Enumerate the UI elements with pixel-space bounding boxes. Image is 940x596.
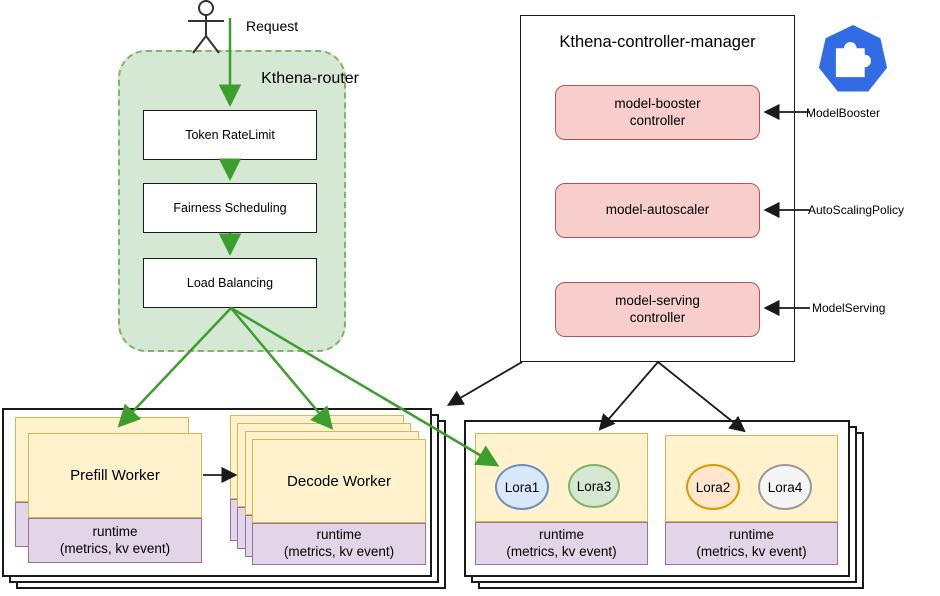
lora3-label: Lora3 — [576, 478, 612, 494]
cm-to-lora-card-a-arrow — [598, 361, 659, 431]
lora1-circle: Lora1 — [495, 464, 549, 510]
model-booster-controller-label: model-booster controller — [614, 95, 701, 128]
crd-label-modelserving: ModelServing — [812, 301, 886, 315]
load-balancing-box: Load Balancing — [143, 258, 317, 308]
prefill-runtime-label: runtime (metrics, kv event) — [59, 523, 171, 556]
lora2-circle: Lora2 — [686, 464, 740, 510]
model-serving-controller-label: model-serving controller — [615, 292, 700, 325]
controller-manager-title: Kthena-controller-manager — [559, 32, 756, 51]
decode-runtime-box: runtime (metrics, kv event) — [252, 523, 426, 565]
lora-card-a-runtime-box: runtime (metrics, kv event) — [475, 522, 648, 565]
model-booster-controller-box: model-booster controller — [555, 85, 760, 140]
fairness-scheduling-label: Fairness Scheduling — [173, 201, 287, 215]
person-actor-icon — [188, 0, 224, 54]
prefill-worker-card: Prefill Worker — [28, 433, 202, 518]
crd-label-autoscalingpolicy: AutoScalingPolicy — [808, 203, 905, 217]
kubernetes-crd-puzzle-icon — [818, 25, 888, 92]
lora3-circle: Lora3 — [568, 464, 620, 508]
prefill-worker-label: Prefill Worker — [70, 467, 160, 484]
kthena-router-title: Kthena-router — [261, 70, 359, 87]
prefill-runtime-box: runtime (metrics, kv event) — [28, 518, 202, 563]
lora-card-a-runtime-label: runtime (metrics, kv event) — [506, 526, 617, 559]
model-autoscaler-label: model-autoscaler — [605, 202, 710, 218]
fairness-scheduling-box: Fairness Scheduling — [143, 183, 317, 233]
decode-worker-card: Decode Worker — [252, 439, 426, 523]
token-ratelimit-box: Token RateLimit — [143, 110, 317, 160]
lora1-label: Lora1 — [504, 479, 540, 495]
lora4-circle: Lora4 — [758, 464, 812, 510]
model-serving-controller-box: model-serving controller — [555, 282, 760, 337]
model-autoscaler-box: model-autoscaler — [555, 183, 760, 238]
lora2-label: Lora2 — [695, 479, 731, 495]
load-balancing-label: Load Balancing — [186, 276, 274, 290]
request-label: Request — [246, 18, 299, 34]
token-ratelimit-label: Token RateLimit — [185, 128, 275, 142]
decode-runtime-label: runtime (metrics, kv event) — [283, 527, 395, 559]
cm-to-worker-pool-arrow — [446, 361, 523, 406]
crd-label-modelbooster: ModelBooster — [806, 106, 881, 120]
lora-card-b-runtime-box: runtime (metrics, kv event) — [665, 522, 838, 565]
decode-worker-label: Decode Worker — [287, 472, 391, 490]
lora-card-b-runtime-label: runtime (metrics, kv event) — [696, 526, 807, 559]
lora4-label: Lora4 — [767, 479, 803, 495]
